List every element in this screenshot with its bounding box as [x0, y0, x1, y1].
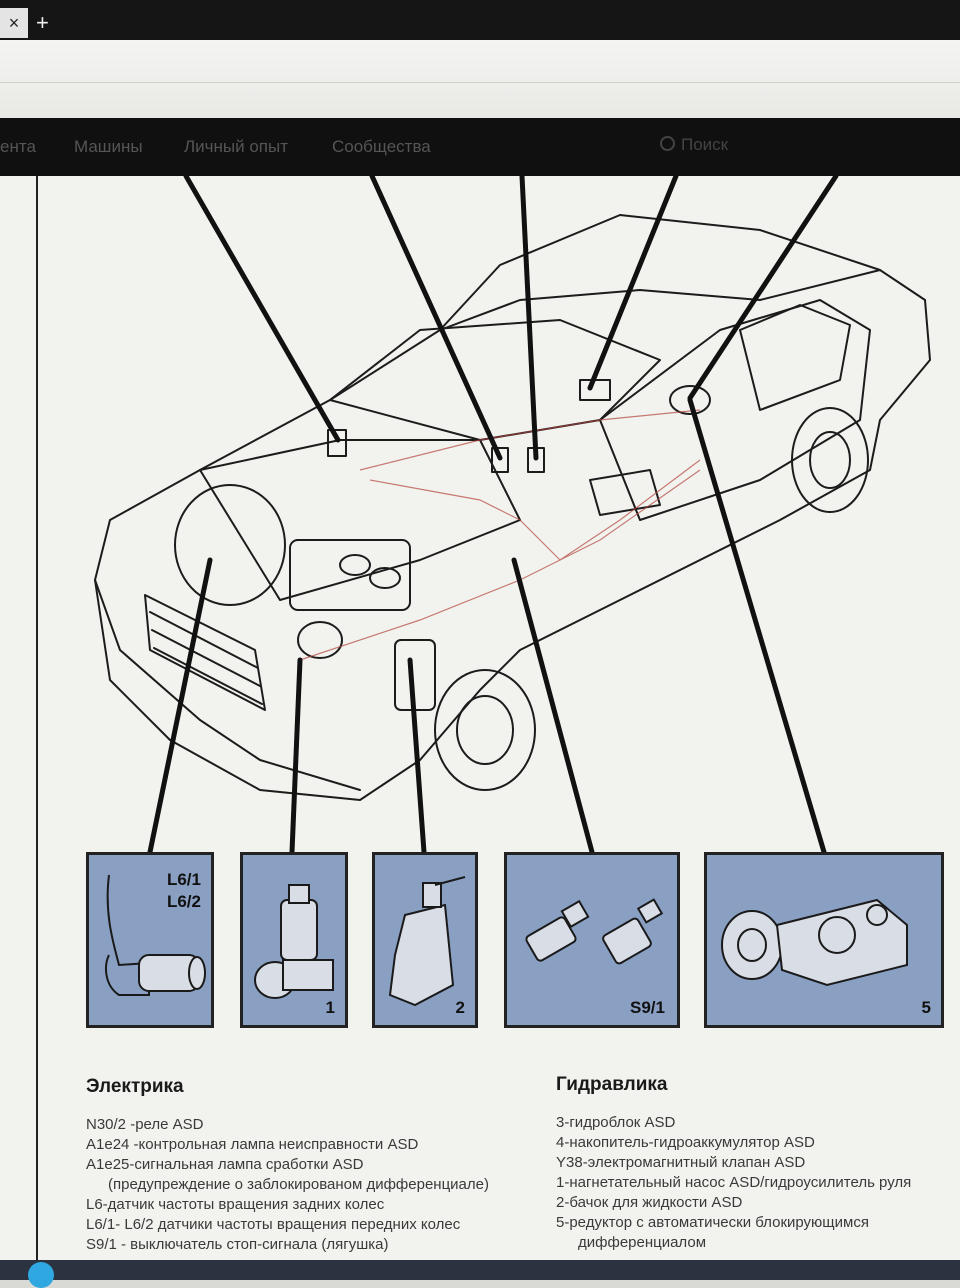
- lamp-part-1: [491, 447, 509, 473]
- list-item: 5-редуктор с автоматически блокирующимся: [556, 1214, 869, 1231]
- list-item: N30/2 -реле ASD: [86, 1116, 204, 1133]
- accumulator-part: [669, 385, 711, 415]
- spare-wheel: [174, 484, 286, 606]
- brake-light-switch-icon: [525, 898, 664, 965]
- callout-brake-light-switch: S9/1: [504, 852, 680, 1028]
- callout-label-5: 5: [921, 998, 931, 1017]
- list-item: 3-гидроблок ASD: [556, 1114, 676, 1131]
- list-item: 1-нагнетательный насос ASD/гидроусилител…: [556, 1174, 912, 1191]
- fluid-reservoir-icon: [388, 876, 466, 1007]
- list-item: дифференциалом: [578, 1234, 707, 1251]
- hydraulics-title: Гидравлика: [556, 1074, 668, 1095]
- list-item: Y38-электромагнитный клапан ASD: [556, 1154, 806, 1171]
- valve-part: [579, 379, 611, 401]
- search-box[interactable]: Поиск: [660, 135, 728, 155]
- hydraulic-pump-icon: [254, 884, 334, 999]
- list-item: A1e25-сигнальная лампа сработки ASD: [86, 1156, 364, 1173]
- hydraulics-list: 3-гидроблок ASD 4-накопитель-гидроаккуму…: [556, 1113, 911, 1253]
- list-item: L6/1- L6/2 датчики частоты вращения пере…: [86, 1216, 461, 1233]
- electrics-title: Электрика: [86, 1076, 184, 1097]
- engine-block: [289, 539, 411, 611]
- browser-toolbar: [0, 40, 960, 118]
- front-grille: [144, 594, 266, 711]
- callout-label-s9: S9/1: [630, 998, 665, 1017]
- side-mirror: [589, 469, 661, 516]
- locking-differential-icon: [721, 898, 908, 987]
- search-icon: [660, 136, 675, 151]
- list-item: S9/1 - выключатель стоп-сигнала (лягушка…: [86, 1236, 389, 1253]
- skype-icon[interactable]: [28, 1262, 54, 1288]
- nav-item-experience[interactable]: Личный опыт: [184, 137, 289, 156]
- nav-item-communities[interactable]: Сообщества: [332, 137, 431, 156]
- car-roof-line: [439, 269, 881, 331]
- rear-wheel: [791, 407, 869, 513]
- callout-locking-differential: 5: [704, 852, 944, 1028]
- list-item: 4-накопитель-гидроаккумулятор ASD: [556, 1134, 815, 1151]
- door-window: [739, 304, 851, 411]
- callout-fluid-reservoir: 2: [372, 852, 478, 1028]
- car-body-outline: [94, 214, 931, 801]
- article-page: [0, 176, 960, 1260]
- callout-label-2: 2: [455, 998, 465, 1017]
- leader-lines: [147, 173, 839, 855]
- hood-line: [199, 439, 521, 601]
- nav-item-cars[interactable]: Машины: [74, 137, 143, 156]
- os-taskbar: [0, 1260, 960, 1288]
- nav-item-community[interactable]: ента: [0, 137, 36, 156]
- page-border-line: [36, 176, 38, 1260]
- list-item: L6-датчик частоты вращения задних колес: [86, 1196, 385, 1213]
- electrics-list: N30/2 -реле ASD A1e24 -контрольная лампа…: [86, 1115, 489, 1255]
- search-placeholder: Поиск: [681, 135, 729, 154]
- list-item: (предупреждение о заблокированом диффере…: [108, 1176, 489, 1193]
- wheel-speed-sensor-icon: [105, 874, 206, 996]
- list-item: A1e24 -контрольная лампа неисправности A…: [86, 1136, 419, 1153]
- callout-hydraulic-pump: 1: [240, 852, 348, 1028]
- pump-component: [297, 621, 343, 659]
- front-wheel: [434, 669, 536, 791]
- list-item: 2-бачок для жидкости ASD: [556, 1194, 743, 1211]
- relay-part: [327, 429, 347, 457]
- close-tab-icon[interactable]: ×: [0, 8, 28, 38]
- site-navigation: ента Машины Личный опыт Сообщества Поиск: [0, 118, 960, 176]
- callout-label-1: 1: [325, 998, 335, 1017]
- browser-tab-bar: × +: [0, 0, 960, 40]
- new-tab-icon[interactable]: +: [36, 10, 49, 35]
